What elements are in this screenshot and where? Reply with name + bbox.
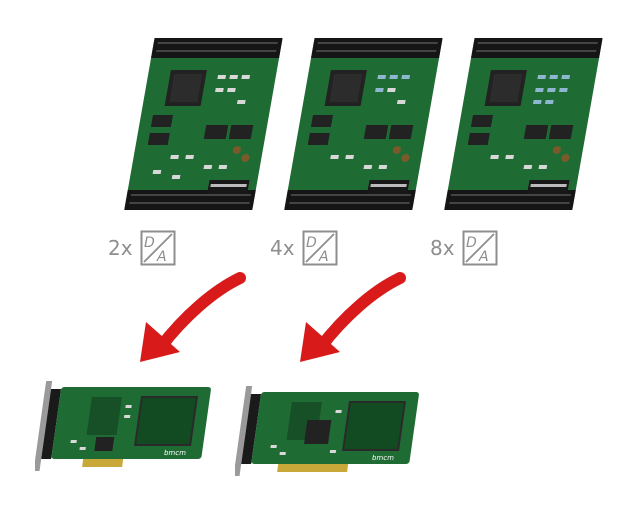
channel-count-label: 4x [270, 236, 295, 260]
label-group-4x: 4x D A [270, 230, 338, 266]
digital-to-analog-icon: D A [462, 230, 498, 266]
channel-count-label: 8x [430, 236, 455, 260]
channel-count-label: 2x [108, 236, 133, 260]
arrow-to-pci-card-icon [300, 272, 406, 362]
svg-text:A: A [318, 249, 329, 265]
da-module-2ch [108, 30, 283, 220]
da-module-8ch [428, 30, 603, 220]
label-group-2x: 2x D A [108, 230, 176, 266]
svg-text:bmcm: bmcm [371, 453, 394, 462]
arrow-to-pcie-card-icon [140, 272, 246, 362]
svg-text:bmcm: bmcm [163, 448, 186, 457]
svg-text:D: D [144, 235, 155, 251]
digital-to-analog-icon: D A [302, 230, 338, 266]
da-module-4ch [268, 30, 443, 220]
pci-carrier-card: bmcm [233, 380, 425, 490]
svg-text:A: A [478, 249, 489, 265]
svg-text:D: D [306, 235, 317, 251]
svg-text:D: D [466, 235, 477, 251]
label-group-8x: 8x D A [430, 230, 498, 266]
svg-text:A: A [156, 249, 167, 265]
digital-to-analog-icon: D A [140, 230, 176, 266]
pcie-carrier-card: bmcm [33, 375, 215, 485]
